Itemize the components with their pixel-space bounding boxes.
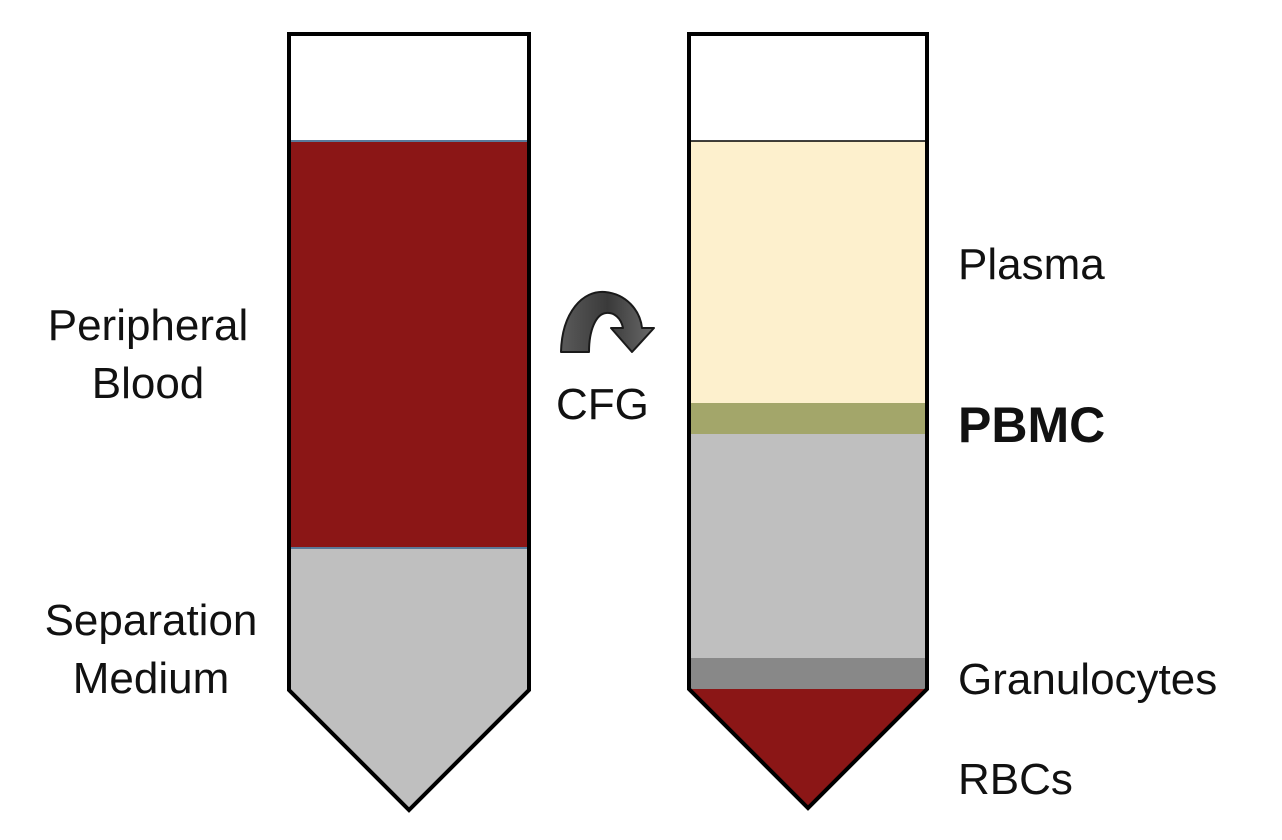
peripheral-blood-label-line1: Peripheral — [47, 301, 249, 350]
before-tube-outline — [287, 32, 531, 813]
after-plasma-layer — [689, 141, 927, 403]
pbmc-label: PBMC — [958, 397, 1106, 453]
plasma-label: Plasma — [958, 240, 1105, 289]
separation-medium-label-line1: Separation — [44, 596, 258, 645]
peripheral-blood-label: Peripheral Blood — [30, 297, 266, 413]
before-blood-layer — [289, 141, 529, 548]
before-tube — [287, 32, 531, 813]
curved-arrow-icon — [560, 290, 655, 353]
peripheral-blood-label-line2: Blood — [91, 359, 205, 408]
before-medium-layer — [289, 548, 529, 810]
separation-medium-label: Separation Medium — [26, 592, 276, 708]
after-tube — [687, 32, 929, 811]
before-air-layer — [289, 34, 529, 140]
rbcs-label: RBCs — [958, 755, 1073, 804]
after-air-layer — [689, 34, 927, 140]
after-pbmc-layer — [689, 403, 927, 434]
after-medium-layer — [689, 434, 927, 658]
after-granulocytes-layer — [689, 658, 927, 689]
after-tube-outline — [687, 32, 929, 811]
granulocytes-label: Granulocytes — [958, 655, 1218, 704]
after-rbcs-layer — [689, 689, 927, 808]
centrifugation-label: CFG — [556, 380, 649, 429]
separation-medium-label-line2: Medium — [72, 654, 230, 703]
